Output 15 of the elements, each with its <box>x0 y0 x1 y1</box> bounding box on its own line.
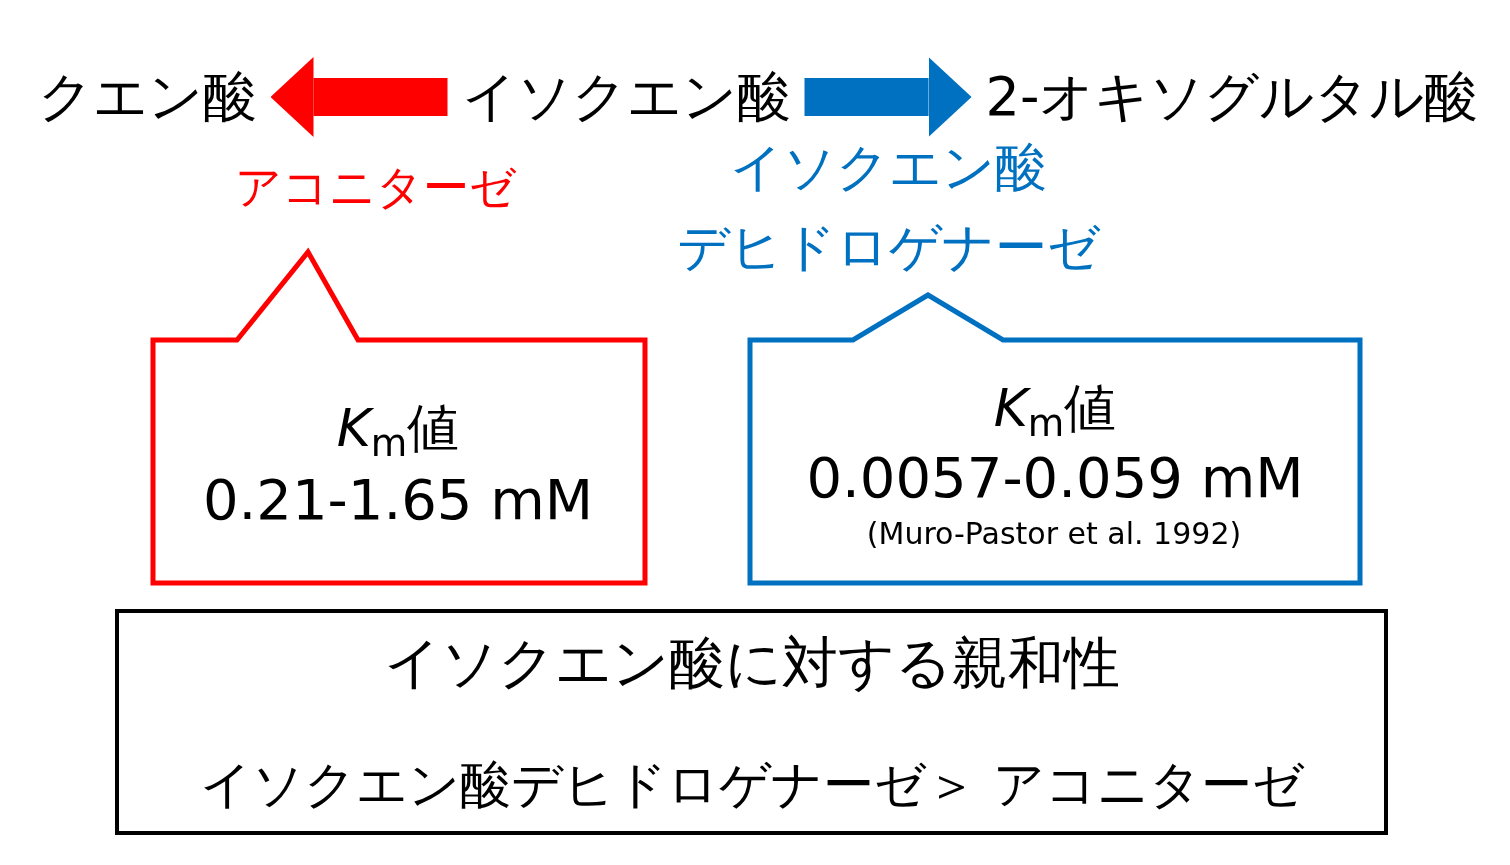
compound-name: 2-オキソグルタル酸 <box>971 65 1493 129</box>
callout-box <box>747 292 1363 586</box>
km-value: 0.0057-0.059 mM <box>806 445 1304 511</box>
compound-name: クエン酸 <box>23 65 271 129</box>
km-heading: K$_{m}$値 <box>993 378 1117 446</box>
km-heading: K$_{m}$値 <box>336 398 460 466</box>
compound-name: イソクエン酸 <box>447 65 805 129</box>
summary-box <box>115 609 1388 835</box>
summary-heading: イソクエン酸に対する親和性 <box>384 630 1120 696</box>
callout-box <box>150 249 648 586</box>
citation-text: (Muro-Pastor et al. 1992) <box>866 516 1242 552</box>
edge-label: イソクエン酸デヒドロゲナーゼ <box>675 136 1102 279</box>
summary-text: イソクエン酸デヒドロゲナーゼ＞ アコニターゼ <box>199 755 1305 815</box>
km-value: 0.21-1.65 mM <box>202 467 594 533</box>
edge-label: アコニターゼ <box>234 159 516 216</box>
